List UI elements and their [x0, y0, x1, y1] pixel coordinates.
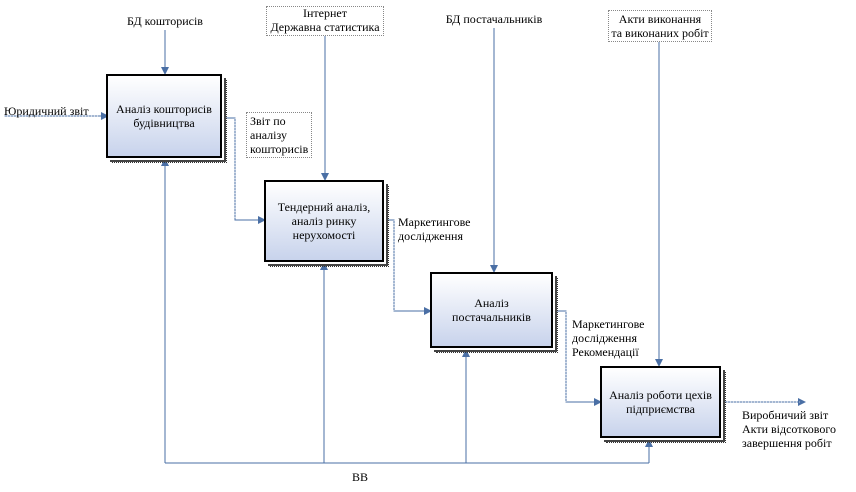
- label-report-line2: аналізу: [250, 128, 287, 142]
- box-cost-analysis-label: Аналіз кошторисів будівництва: [116, 102, 212, 130]
- label-acts-line1: Акти виконання: [618, 12, 702, 26]
- label-marketing1-line2: дослідження: [398, 229, 463, 243]
- label-bb: ВВ: [352, 470, 369, 484]
- label-state-stats: Державна статистика: [270, 20, 380, 34]
- box-workshop-analysis-label: Аналіз роботи цехів підприємства: [609, 388, 712, 416]
- label-marketing2-line2: дослідження: [572, 331, 637, 345]
- label-bd-suppliers: БД постачальників: [445, 12, 543, 26]
- label-frame-report: [246, 112, 312, 158]
- label-report-line1: Звіт по: [250, 114, 286, 128]
- box-cost-analysis: Аналіз кошторисів будівництва: [106, 74, 227, 163]
- box-tender-analysis: Тендерний аналіз, аналіз ринку нерухомос…: [264, 180, 389, 267]
- box-supplier-analysis: Аналіз постачальників: [430, 272, 558, 353]
- label-output-line3: завершення робіт: [742, 436, 832, 450]
- label-frame-acts: [608, 10, 712, 42]
- label-legal-report: Юридичний звіт: [4, 104, 89, 118]
- label-output-line2: Акти відсоткового: [742, 422, 836, 436]
- label-internet: Інтернет: [303, 6, 347, 20]
- label-bd-estimates: БД кошторисів: [127, 14, 203, 28]
- label-marketing1-line1: Маркетингове: [398, 215, 471, 229]
- label-output-line1: Виробничий звіт: [742, 408, 829, 422]
- label-marketing2-line1: Маркетингове: [572, 317, 645, 331]
- box-tender-analysis-label: Тендерний аналіз, аналіз ринку нерухомос…: [277, 200, 371, 242]
- label-acts-line2: та виконаних робіт: [611, 26, 709, 40]
- box-supplier-analysis-label: Аналіз постачальників: [452, 296, 531, 324]
- label-report-line3: кошторисів: [250, 142, 309, 156]
- label-marketing2-line3: Рекомендації: [572, 345, 639, 359]
- box-workshop-analysis: Аналіз роботи цехів підприємства: [600, 366, 726, 443]
- label-frame-internet: [266, 6, 384, 36]
